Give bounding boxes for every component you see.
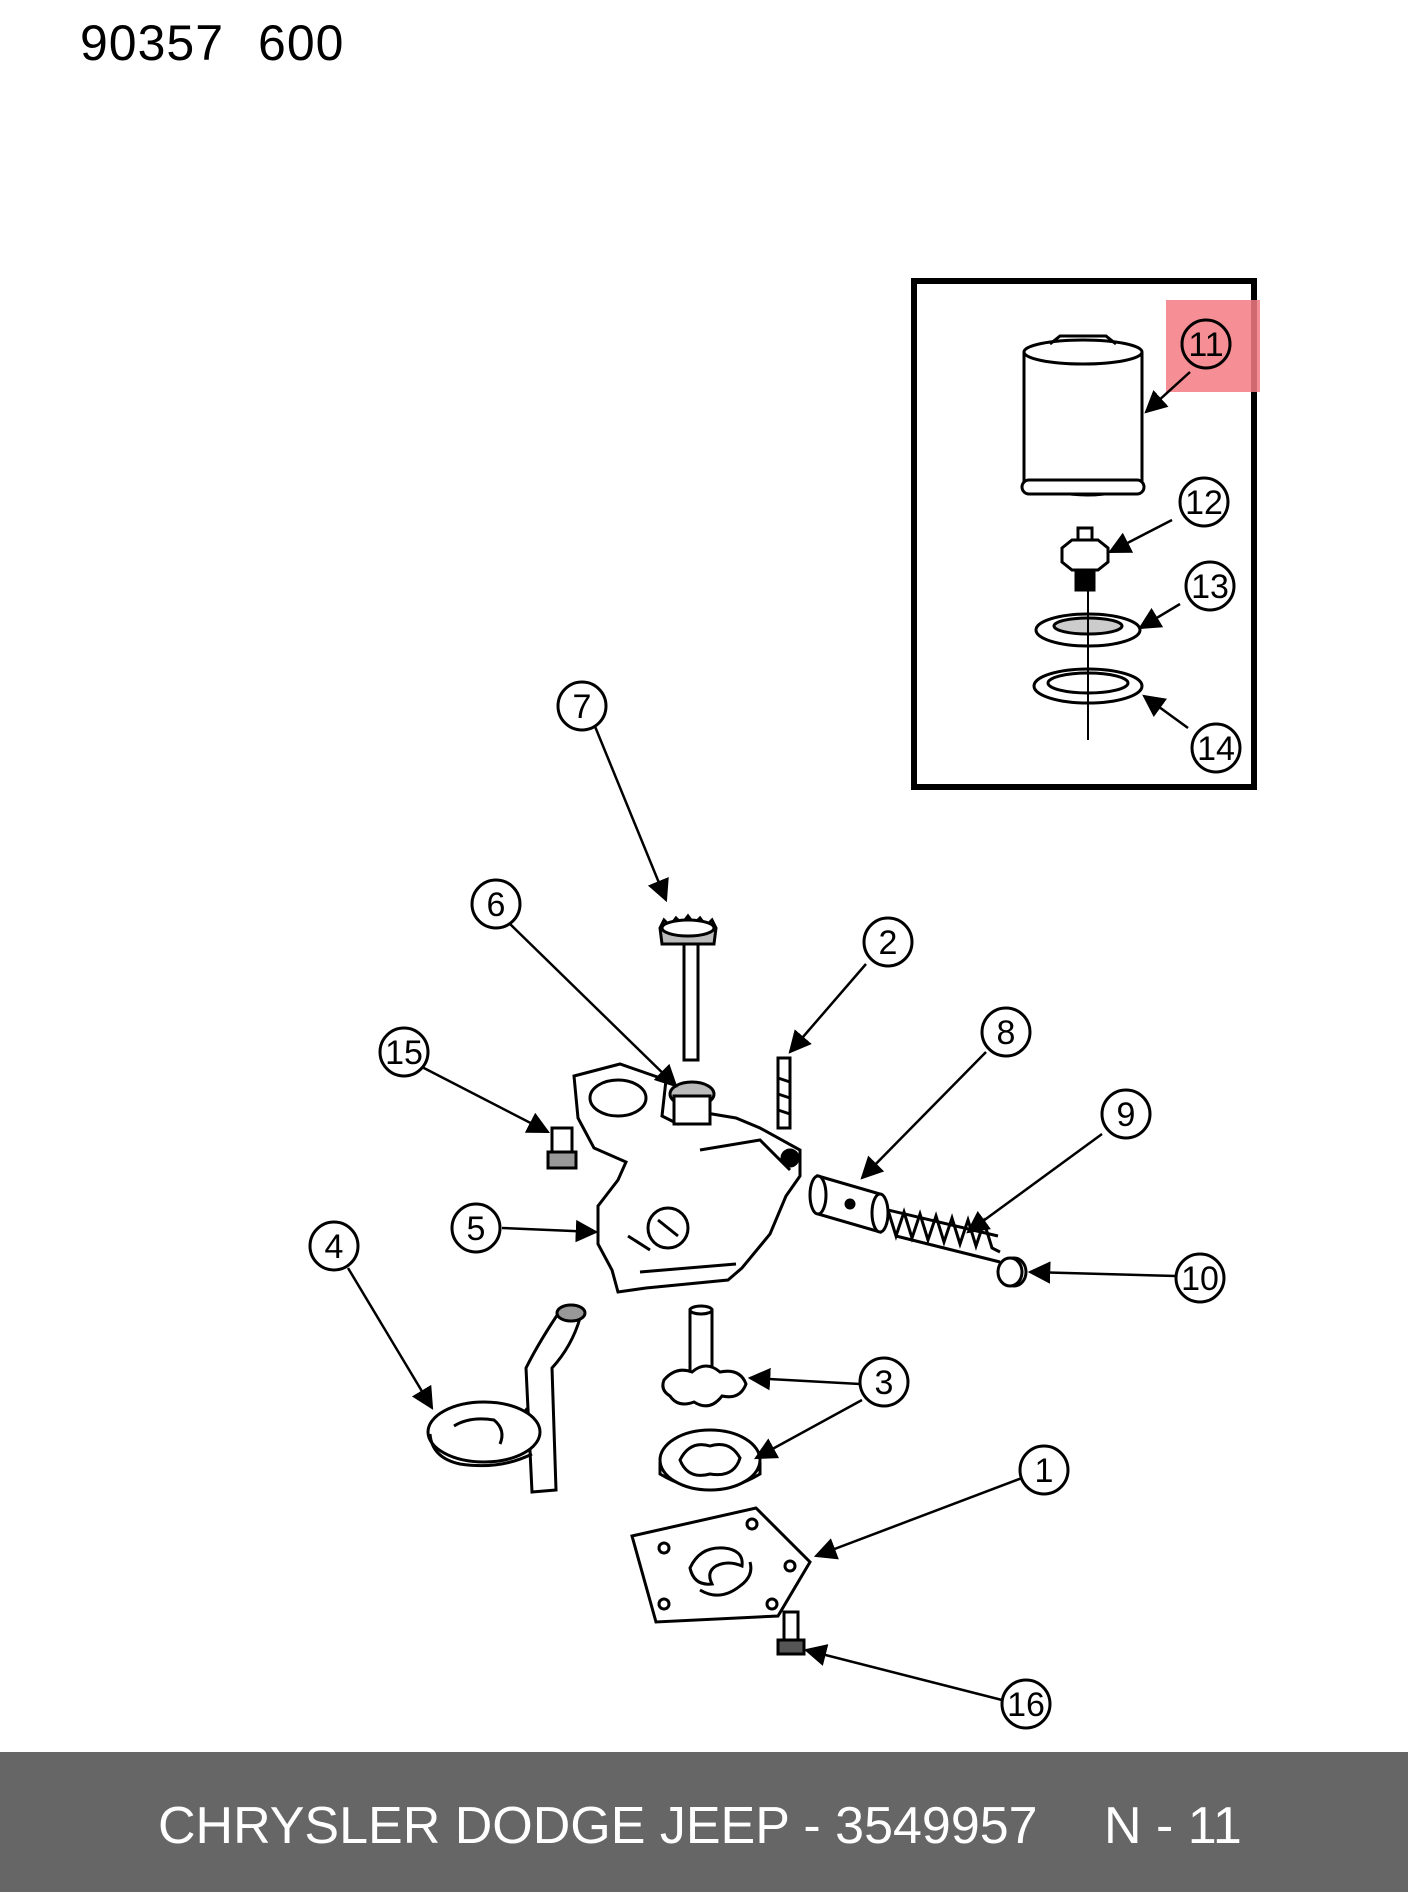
part-pump-body (572, 1062, 802, 1294)
part-outer-rotor (658, 1428, 762, 1492)
callout-4: 4 (308, 1220, 360, 1272)
callout-12-label: 12 (1185, 484, 1223, 522)
callout-2: 2 (862, 916, 914, 968)
callout-15: 15 (378, 1026, 430, 1078)
callout-1-label: 1 (1035, 1452, 1054, 1490)
part-bolt-15 (546, 1126, 578, 1170)
part-adapter-fitting (1060, 526, 1110, 592)
part-filter-gasket (1032, 667, 1144, 705)
callout-10-label: 10 (1181, 1260, 1219, 1298)
callout-15-label: 15 (385, 1034, 423, 1072)
part-oil-pickup (426, 1303, 587, 1494)
filter-inset-box (911, 278, 1257, 790)
callout-3: 3 (858, 1356, 910, 1408)
callout-14-label: 14 (1197, 730, 1235, 768)
callout-11: 11 (1180, 318, 1232, 370)
part-cap (996, 1256, 1028, 1288)
callout-5-label: 5 (467, 1210, 486, 1248)
callout-4-label: 4 (325, 1228, 344, 1266)
part-oil-filter (1020, 334, 1146, 497)
part-cover-plate (630, 1506, 812, 1624)
callout-16-label: 16 (1007, 1686, 1045, 1724)
part-pin (776, 1056, 792, 1130)
callout-7: 7 (556, 680, 608, 732)
document-code: 90357 600 (80, 14, 344, 72)
callout-6: 6 (470, 878, 522, 930)
leader-lines (346, 371, 1191, 1702)
callout-9-label: 9 (1117, 1096, 1136, 1134)
part-spring (886, 1207, 1001, 1264)
callout-1: 1 (1018, 1444, 1070, 1496)
part-relief-valve (808, 1174, 890, 1234)
code-left: 90357 (80, 15, 225, 71)
callout-7-label: 7 (573, 688, 592, 726)
callouts: 11 12 13 14 7 6 2 15 (308, 318, 1242, 1730)
callout-6-label: 6 (487, 886, 506, 924)
part-inner-rotor (661, 1304, 748, 1408)
code-right: 600 (258, 15, 345, 71)
callout-11-label: 11 (1188, 326, 1223, 364)
callout-13-label: 13 (1191, 568, 1229, 606)
callout-2-label: 2 (879, 924, 898, 962)
callout-9: 9 (1100, 1088, 1152, 1140)
footer-bar: CHRYSLER DODGE JEEP - 3549957 N - 11 (0, 1752, 1408, 1892)
callout-12: 12 (1178, 476, 1230, 528)
callout-5: 5 (450, 1202, 502, 1254)
part-screw-16 (776, 1610, 806, 1656)
callout-13: 13 (1184, 560, 1236, 612)
part-drive-gear (658, 913, 718, 1062)
callout-16: 16 (1000, 1678, 1052, 1730)
part-filter-plate (1034, 590, 1142, 740)
callout-10: 10 (1174, 1252, 1226, 1304)
callout-8: 8 (980, 1006, 1032, 1058)
callout-3-label: 3 (875, 1364, 894, 1402)
callout-14: 14 (1190, 722, 1242, 774)
footer-page-number: N - 11 (1104, 1797, 1242, 1855)
callout-8-label: 8 (997, 1014, 1016, 1052)
footer-title: CHRYSLER DODGE JEEP - 3549957 (158, 1797, 1038, 1855)
